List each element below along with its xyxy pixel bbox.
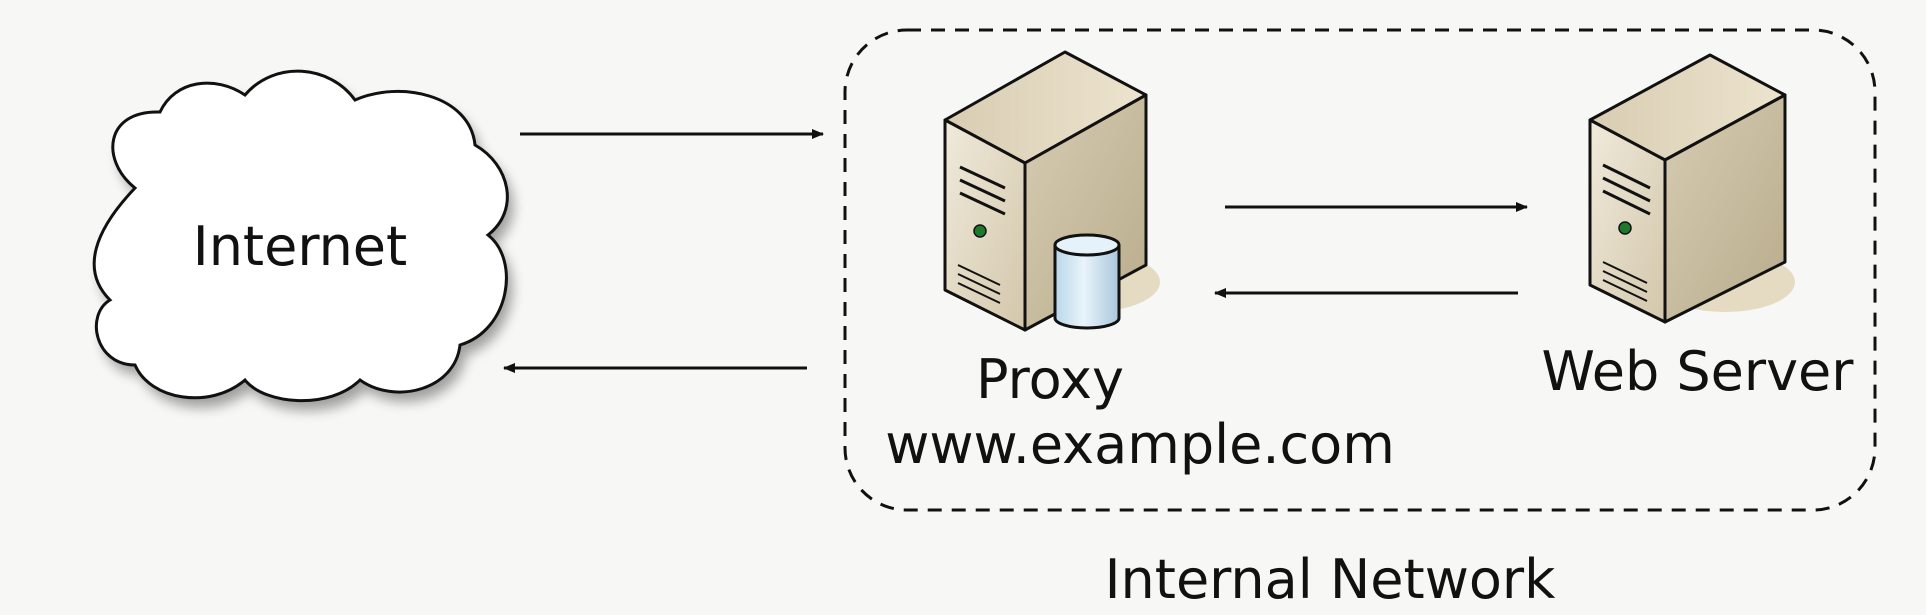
proxy-server-icon [943, 50, 1160, 332]
proxy-label: Proxy [976, 348, 1124, 411]
web-server-label: Web Server [1541, 340, 1854, 403]
internal-network-label: Internal Network [1104, 548, 1556, 611]
web-server-icon [1588, 53, 1795, 324]
internet-label: Internet [192, 215, 408, 278]
cache-database-icon [1053, 233, 1121, 330]
proxy-hostname: www.example.com [885, 413, 1395, 476]
cloud-icon [92, 69, 514, 411]
internal-network-boundary [843, 28, 1877, 512]
